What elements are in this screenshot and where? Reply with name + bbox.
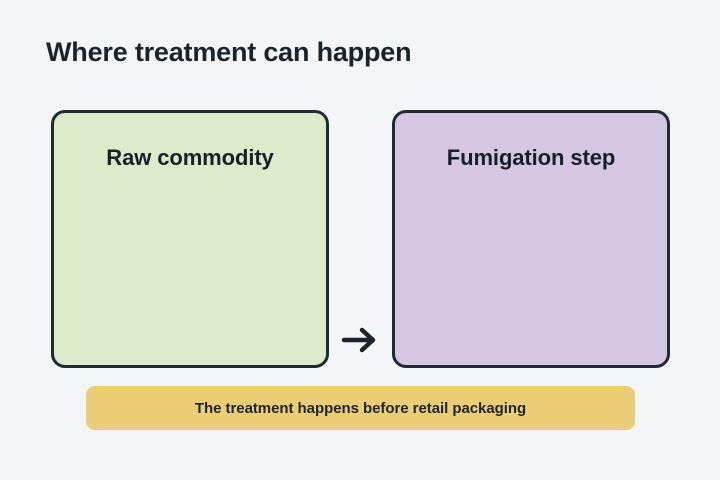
flow-node-label: Raw commodity bbox=[106, 145, 274, 170]
note-banner: The treatment happens before retail pack… bbox=[86, 386, 635, 430]
page-title: Where treatment can happen bbox=[46, 37, 412, 67]
flow-node-raw-commodity[interactable]: Raw commodity bbox=[51, 110, 329, 368]
arrow-right-icon bbox=[336, 316, 384, 364]
flow-node-label: Fumigation step bbox=[446, 145, 616, 170]
flow-row: Raw commodity Fumigation step bbox=[0, 110, 720, 370]
note-banner-text: The treatment happens before retail pack… bbox=[194, 399, 527, 417]
flow-node-fumigation-step[interactable]: Fumigation step bbox=[392, 110, 670, 368]
